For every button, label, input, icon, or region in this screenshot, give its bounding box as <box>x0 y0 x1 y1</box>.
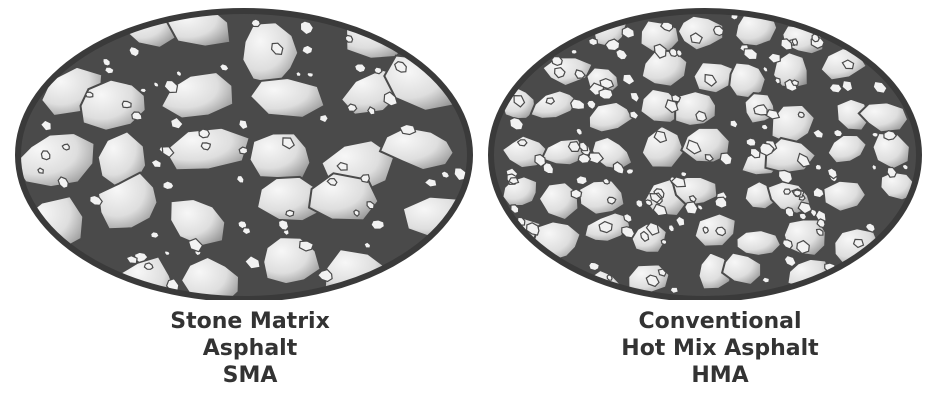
fine-aggregate <box>400 124 416 134</box>
fine-aggregate <box>589 38 598 46</box>
fine-aggregate <box>599 89 613 99</box>
fine-aggregate <box>345 35 352 42</box>
fine-aggregate <box>103 58 110 66</box>
fine-aggregate <box>603 178 610 184</box>
fine-aggregate <box>286 210 294 216</box>
aggregate-stone <box>737 230 782 256</box>
fine-aggregate <box>164 251 170 256</box>
fine-aggregate <box>546 98 554 104</box>
fine-aggregate <box>122 101 131 107</box>
fine-aggregate <box>784 189 791 194</box>
hma-cross-section <box>480 0 950 300</box>
fine-aggregate <box>703 227 708 233</box>
fine-aggregate <box>239 147 247 154</box>
sma-caption-line-3: SMA <box>90 362 410 389</box>
fine-aggregate <box>746 138 756 146</box>
fine-aggregate <box>696 111 707 121</box>
fine-aggregate <box>251 19 260 26</box>
fine-aggregate <box>626 169 633 175</box>
fine-aggregate <box>140 88 147 93</box>
fine-aggregate <box>661 239 666 244</box>
sma-caption: Stone Matrix Asphalt SMA <box>90 308 410 389</box>
fine-aggregate <box>163 181 174 190</box>
fine-aggregate <box>794 190 801 196</box>
fine-aggregate <box>884 131 896 140</box>
fine-aggregate <box>371 220 384 229</box>
fine-aggregate <box>589 262 600 270</box>
fine-aggregate <box>41 151 49 160</box>
fine-aggregate <box>834 129 843 136</box>
fine-aggregate <box>38 168 43 173</box>
fine-aggregate <box>872 164 877 170</box>
fine-aggregate <box>374 67 382 74</box>
sma-caption-line-2: Asphalt <box>90 335 410 362</box>
fine-aggregate <box>201 143 210 150</box>
hma-caption-line-1: Conventional <box>560 308 880 335</box>
hma-caption-line-2: Hot Mix Asphalt <box>560 335 880 362</box>
hma-caption-line-3: HMA <box>560 362 880 389</box>
fine-aggregate <box>761 124 768 130</box>
fine-aggregate <box>607 275 612 280</box>
fine-aggregate <box>518 140 527 146</box>
fine-aggregate <box>715 197 727 208</box>
fine-aggregate <box>792 39 797 45</box>
fine-aggregate <box>798 112 804 117</box>
fine-aggregate <box>86 92 93 97</box>
sma-caption-line-1: Stone Matrix <box>90 308 410 335</box>
fine-aggregate <box>151 232 160 239</box>
fine-aggregate <box>176 71 181 77</box>
fine-aggregate <box>361 175 370 183</box>
fine-aggregate <box>599 222 612 233</box>
fine-aggregate <box>571 49 577 54</box>
aggregate-stone <box>250 133 311 179</box>
fine-aggregate <box>62 144 69 150</box>
hma-caption: Conventional Hot Mix Asphalt HMA <box>560 308 880 389</box>
fine-aggregate <box>307 73 313 78</box>
aggregate-stone <box>675 91 716 126</box>
fine-aggregate <box>792 80 799 86</box>
fine-aggregate <box>347 104 356 111</box>
fine-aggregate <box>199 129 209 138</box>
sma-cross-section <box>0 0 480 300</box>
fine-aggregate <box>681 172 687 177</box>
fine-aggregate <box>576 176 587 185</box>
fine-aggregate <box>636 200 643 208</box>
fine-aggregate <box>552 57 563 66</box>
fine-aggregate <box>668 225 674 232</box>
fine-aggregate <box>815 164 822 170</box>
fine-aggregate <box>872 132 878 137</box>
